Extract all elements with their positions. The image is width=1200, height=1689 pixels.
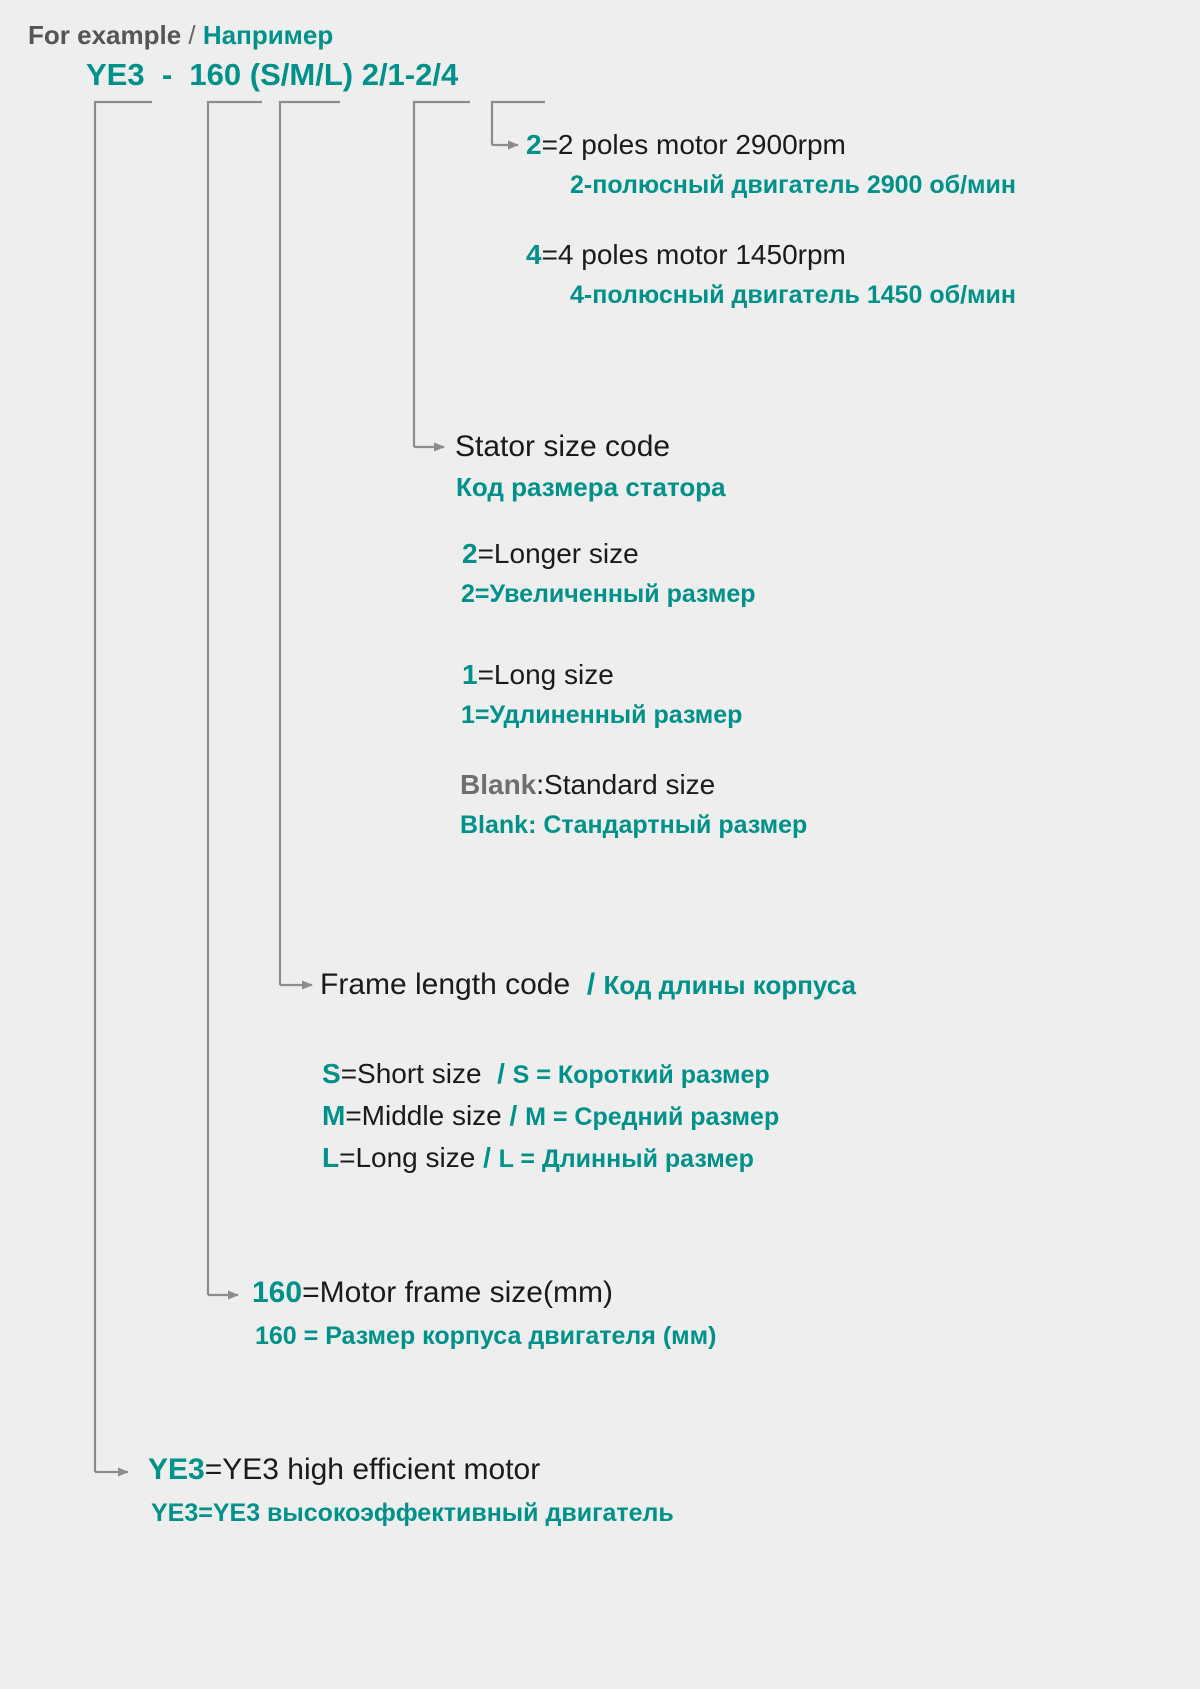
stator-item-0-key: 2 [462, 538, 478, 569]
frame-length-item-0-text: =Short size [340, 1058, 482, 1089]
frame-length-item-2-ru: L = Длинный размер [498, 1145, 754, 1173]
frame-length-item-0: S=Short size / S = Короткий размер [322, 1060, 770, 1088]
stator-item-1-ru: 1=Удлиненный размер [461, 701, 743, 729]
stator-title-en: Stator size code [455, 430, 671, 463]
header-example-ru: Например [202, 20, 334, 50]
frame-size-text: =Motor frame size(mm) [302, 1276, 613, 1309]
stator-title-ru: Код размера статора [456, 472, 726, 502]
frame-length-item-2-key: L [322, 1142, 340, 1173]
stator-item-2-en: Blank:Standard size [460, 771, 715, 799]
frame-length-title-ru: Код длины корпуса [603, 970, 856, 1000]
frame-length-item-1-key: M [322, 1100, 346, 1131]
frame-size-en: 160=Motor frame size(mm) [252, 1278, 613, 1308]
connector-160 [206, 100, 262, 1295]
header-separator: / [188, 20, 196, 50]
poles-4-entry-ru: 4-полюсный двигатель 1450 об/мин [570, 281, 1016, 309]
frame-size-ru: 160 = Размер корпуса двигателя (мм) [255, 1322, 717, 1350]
connector-frame-length [278, 100, 340, 985]
poles-2-entry-en: 2=2 poles motor 2900rpm [526, 131, 846, 159]
code-segment-dash: - [161, 57, 173, 92]
connector-ye3 [93, 100, 152, 1472]
frame-length-item-1-slash: / [509, 1100, 518, 1131]
code-segment-poles: 2/1-2/4 [361, 57, 459, 92]
stator-item-0-text: =Longer size [477, 538, 639, 569]
code-segment-sml: (S/M/L) [249, 57, 354, 92]
stator-item-0-ru: 2=Увеличенный размер [461, 580, 756, 608]
frame-length-item-1: M=Middle size / M = Средний размер [322, 1102, 779, 1130]
connector-stator [412, 100, 470, 447]
frame-length-item-2: L=Long size / L = Длинный размер [322, 1144, 754, 1172]
frame-length-item-0-ru: S = Короткий размер [512, 1061, 770, 1089]
frame-length-item-0-slash: / [497, 1058, 505, 1089]
motor-type-key: YE3 [148, 1453, 205, 1486]
frame-length-item-0-key: S [322, 1058, 341, 1089]
motor-type-en: YE3=YE3 high efficient motor [148, 1455, 540, 1485]
frame-length-title-en: Frame length code [320, 968, 571, 1001]
code-segment-ye3: YE3 [86, 57, 145, 92]
header-example-en: For example [28, 20, 182, 50]
frame-length-item-1-ru: M = Средний размер [525, 1103, 780, 1131]
code-segment-160: 160 [189, 57, 242, 92]
stator-item-1-key: 1 [462, 659, 478, 690]
stator-item-2-ru: Blank: Стандартный размер [460, 811, 808, 839]
frame-length-title-slash: / [586, 968, 596, 1001]
frame-length-item-1-text: =Middle size [345, 1100, 502, 1131]
poles-2-key: 2 [526, 129, 542, 160]
poles-2-text: =2 poles motor 2900rpm [541, 129, 846, 160]
poles-2-entry-ru: 2-полюсный двигатель 2900 об/мин [570, 171, 1016, 199]
frame-length-item-2-slash: / [483, 1142, 491, 1173]
header-line: For example / Например [28, 22, 333, 48]
stator-item-2-key: Blank [460, 769, 537, 800]
poles-4-key: 4 [526, 239, 542, 270]
motor-type-ru: YE3=YE3 высокоэффективный двигатель [151, 1499, 674, 1527]
frame-size-key: 160 [252, 1276, 303, 1309]
poles-4-entry-en: 4=4 poles motor 1450rpm [526, 241, 846, 269]
frame-length-item-2-text: =Long size [339, 1142, 476, 1173]
stator-item-2-text: :Standard size [536, 769, 716, 800]
model-code: YE3 - 160 (S/M/L) 2/1-2/4 [86, 59, 458, 90]
stator-item-0-en: 2=Longer size [462, 540, 639, 568]
motor-type-text: =YE3 high efficient motor [204, 1453, 541, 1486]
stator-item-1-en: 1=Long size [462, 661, 614, 689]
poles-4-text: =4 poles motor 1450rpm [541, 239, 846, 270]
frame-length-title: Frame length code / Код длины корпуса [320, 970, 856, 1000]
stator-item-1-text: =Long size [477, 659, 614, 690]
